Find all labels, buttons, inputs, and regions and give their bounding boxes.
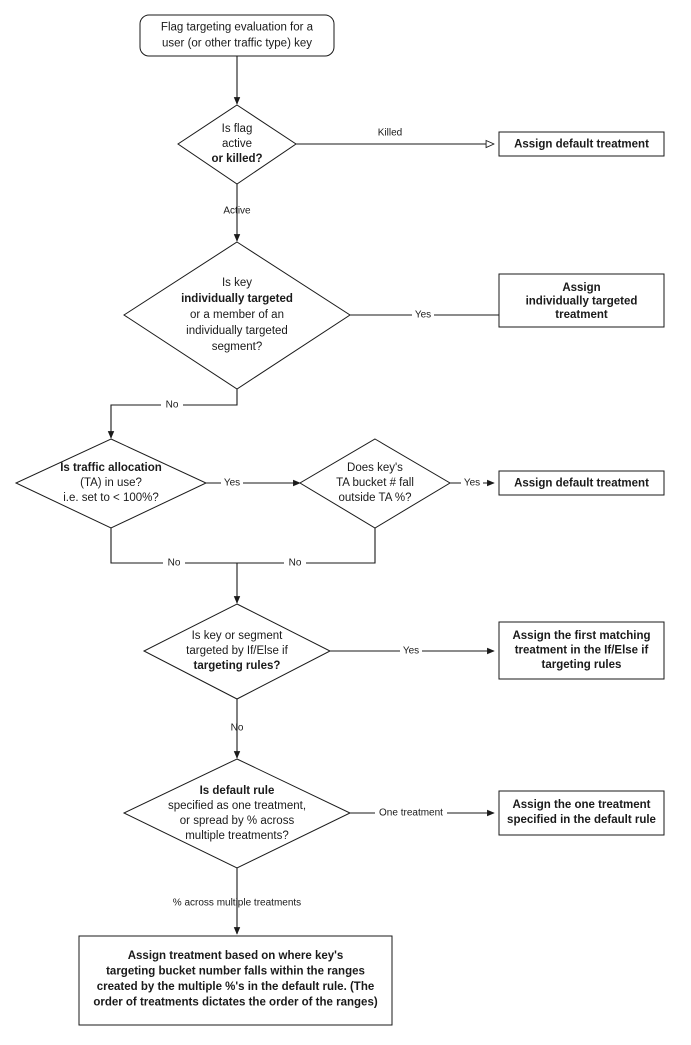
assign-bucket-range-line-2: targeting bucket number falls within the…: [106, 966, 365, 978]
edge-label-no-individual: No: [166, 400, 179, 411]
default-rule-line-4: multiple treatments?: [185, 830, 289, 842]
node-default-rule[interactable]: Is default rule specified as one treatme…: [122, 758, 352, 869]
assign-first-matching-line-2: treatment in the If/Else if: [515, 645, 649, 657]
edge-labels: Killed Active Yes No Yes Yes No No Yes N…: [161, 128, 483, 909]
start-line-1: Flag targeting evaluation for a: [161, 22, 314, 34]
node-assign-default-treatment-ta[interactable]: Assign default treatment: [498, 470, 665, 496]
individually-targeted-line-1: Is key: [222, 277, 252, 289]
assign-one-treatment-shape: [498, 790, 665, 836]
edge-bucket-no: [237, 528, 376, 564]
edge-label-active: Active: [223, 206, 251, 217]
edge-label-no-individual-bg: [161, 398, 183, 412]
assign-first-matching-shape: [498, 621, 665, 680]
edge-label-yes-bucket-bg: [461, 476, 483, 490]
edge-label-one-treatment: One treatment: [379, 808, 443, 819]
assign-bucket-range-line-3: created by the multiple %'s in the defau…: [97, 981, 375, 993]
assign-one-treatment-line-2: specified in the default rule: [507, 814, 656, 826]
ta-bucket-line-1: Does key's: [347, 462, 403, 474]
default-rule-line-3: or spread by % across: [180, 815, 295, 827]
edge-label-no-bucket-bg: [284, 556, 306, 570]
assign-individually-targeted-line-2: individually targeted: [526, 296, 638, 308]
assign-default-treatment-killed-label: Assign default treatment: [514, 139, 649, 151]
start-line-2: user (or other traffic type) key: [162, 38, 312, 50]
individually-targeted-line-5: segment?: [212, 341, 263, 353]
ta-bucket-line-3: outside TA %?: [338, 492, 411, 504]
traffic-allocation-line-3: i.e. set to < 100%?: [63, 492, 159, 504]
edge-ta-no: [110, 528, 237, 564]
ifelse-targeting-rules-shape: [142, 603, 332, 700]
node-assign-individually-targeted-treatment[interactable]: Assign individually targeted treatment: [498, 273, 665, 328]
individually-targeted-line-2: individually targeted: [181, 293, 293, 305]
traffic-allocation-line-2: (TA) in use?: [80, 477, 142, 489]
assign-default-treatment-killed-shape: [498, 131, 665, 157]
node-traffic-allocation[interactable]: Is traffic allocation (TA) in use? i.e. …: [14, 438, 208, 529]
flag-check-shape: [177, 104, 297, 185]
assign-first-matching-line-1: Assign the first matching: [512, 630, 650, 642]
node-ifelse-targeting-rules[interactable]: Is key or segment targeted by If/Else if…: [142, 603, 332, 700]
start-shape: [139, 14, 335, 57]
edge-label-no-ta: No: [168, 558, 181, 569]
default-rule-line-1: Is default rule: [200, 785, 275, 797]
assign-bucket-range-shape: [78, 935, 393, 1026]
edge-label-yes-individual-bg: [412, 308, 434, 322]
ifelse-line-3: targeting rules?: [194, 660, 281, 672]
individually-targeted-line-4: individually targeted: [186, 325, 288, 337]
assign-individually-targeted-line-1: Assign: [562, 282, 600, 294]
ifelse-line-1: Is key or segment: [192, 630, 284, 642]
assign-default-treatment-ta-shape: [498, 470, 665, 496]
traffic-allocation-shape: [14, 438, 208, 529]
traffic-allocation-line-1: Is traffic allocation: [60, 462, 162, 474]
edge-label-yes-ta-bg: [221, 476, 243, 490]
flag-check-line-1: Is flag: [222, 123, 253, 135]
edge-label-one-treatment-bg: [375, 806, 447, 820]
flag-check-line-3: or killed?: [211, 153, 262, 165]
node-assign-default-treatment-killed[interactable]: Assign default treatment: [498, 131, 665, 157]
node-ta-bucket-outside[interactable]: Does key's TA bucket # fall outside TA %…: [299, 438, 451, 529]
assign-default-treatment-ta-label: Assign default treatment: [514, 478, 649, 490]
edge-label-no-ifelse: No: [231, 723, 244, 734]
node-start[interactable]: Flag targeting evaluation for a user (or…: [139, 14, 335, 57]
node-assign-one-treatment[interactable]: Assign the one treatment specified in th…: [498, 790, 665, 836]
assign-bucket-range-line-1: Assign treatment based on where key's: [128, 950, 344, 962]
edge-label-yes-ta: Yes: [224, 478, 240, 489]
node-assign-first-matching-treatment[interactable]: Assign the first matching treatment in t…: [498, 621, 665, 680]
assign-individually-targeted-shape: [498, 273, 665, 328]
edge-label-yes-ifelse-bg: [400, 644, 422, 658]
edge-label-killed: Killed: [378, 128, 402, 139]
edge-label-yes-individual: Yes: [415, 310, 431, 321]
assign-individually-targeted-line-3: treatment: [555, 309, 608, 321]
default-rule-shape: [122, 758, 352, 869]
default-rule-line-2: specified as one treatment,: [168, 800, 306, 812]
assign-first-matching-line-3: targeting rules: [542, 659, 622, 671]
edge-label-yes-bucket: Yes: [464, 478, 480, 489]
assign-one-treatment-line-1: Assign the one treatment: [512, 799, 650, 811]
edge-label-percent-across: % across multiple treatments: [173, 898, 301, 909]
flag-check-line-2: active: [222, 138, 252, 150]
edge-label-yes-ifelse: Yes: [403, 646, 419, 657]
individually-targeted-line-3: or a member of an: [190, 309, 284, 321]
individually-targeted-shape: [123, 241, 351, 390]
edge-label-no-bucket: No: [289, 558, 302, 569]
assign-bucket-range-line-4: order of treatments dictates the order o…: [93, 997, 378, 1009]
edge-label-no-ta-bg: [163, 556, 185, 570]
ta-bucket-shape: [299, 438, 451, 529]
node-flag-active-or-killed[interactable]: Is flag active or killed?: [177, 104, 297, 185]
edge-individual-no: [107, 389, 238, 439]
node-individually-targeted[interactable]: Is key individually targeted or a member…: [123, 241, 351, 390]
ta-bucket-line-2: TA bucket # fall: [336, 477, 414, 489]
node-assign-treatment-by-bucket-range[interactable]: Assign treatment based on where key's ta…: [78, 935, 393, 1026]
ifelse-line-2: targeted by If/Else if: [186, 645, 288, 657]
